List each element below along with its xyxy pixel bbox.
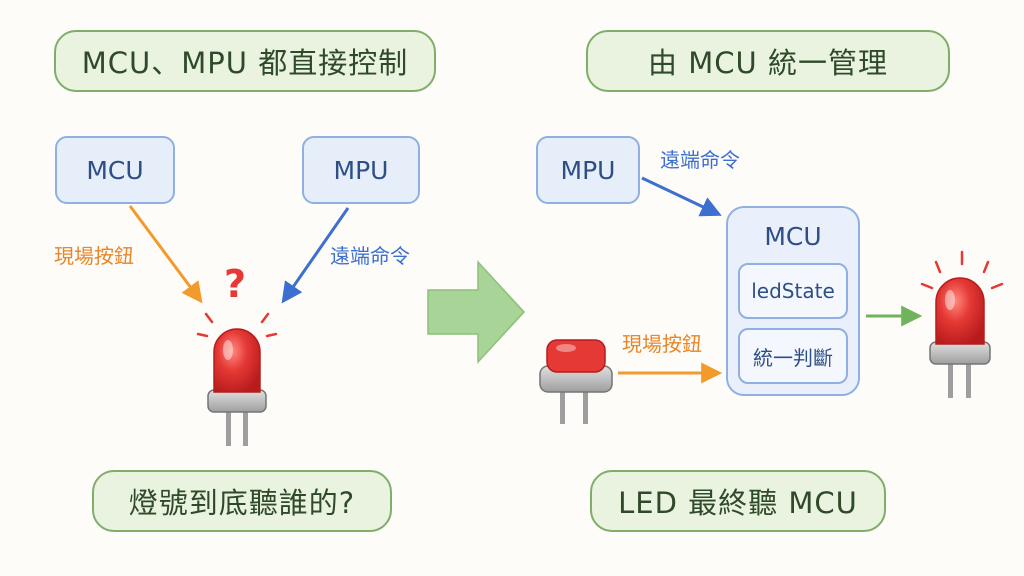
led-state-box: ledState bbox=[738, 263, 848, 319]
right-mpu-box: MPU bbox=[536, 136, 640, 204]
left-led-emphasis-ticks bbox=[196, 312, 278, 338]
left-led-icon bbox=[207, 328, 267, 446]
right-footer: LED 最終聽 MCU bbox=[590, 470, 886, 532]
right-header: 由 MCU 統一管理 bbox=[586, 30, 950, 92]
push-button-icon bbox=[539, 339, 613, 424]
question-mark: ? bbox=[224, 262, 247, 306]
unified-decision-box: 統一判斷 bbox=[738, 328, 848, 384]
right-led-icon bbox=[929, 277, 991, 398]
left-footer: 燈號到底聽誰的? bbox=[92, 470, 392, 532]
left-header: MCU、MPU 都直接控制 bbox=[54, 30, 436, 92]
left-remote-command-label: 遠端命令 bbox=[330, 244, 410, 268]
right-mcu-container: MCU ledState 統一判斷 bbox=[726, 206, 860, 396]
right-blue-arrow bbox=[641, 176, 722, 217]
transition-arrow bbox=[427, 260, 526, 364]
left-mpu-box: MPU bbox=[302, 136, 420, 204]
left-mcu-box: MCU bbox=[55, 136, 175, 204]
right-mcu-title: MCU bbox=[764, 222, 822, 251]
left-local-button-label: 現場按鈕 bbox=[54, 244, 134, 268]
right-local-button-label: 現場按鈕 bbox=[622, 332, 702, 356]
left-orange-arrow bbox=[128, 205, 203, 304]
left-blue-arrow bbox=[281, 207, 350, 304]
right-remote-command-label: 遠端命令 bbox=[660, 148, 740, 172]
right-led-emphasis-ticks bbox=[920, 250, 1004, 290]
